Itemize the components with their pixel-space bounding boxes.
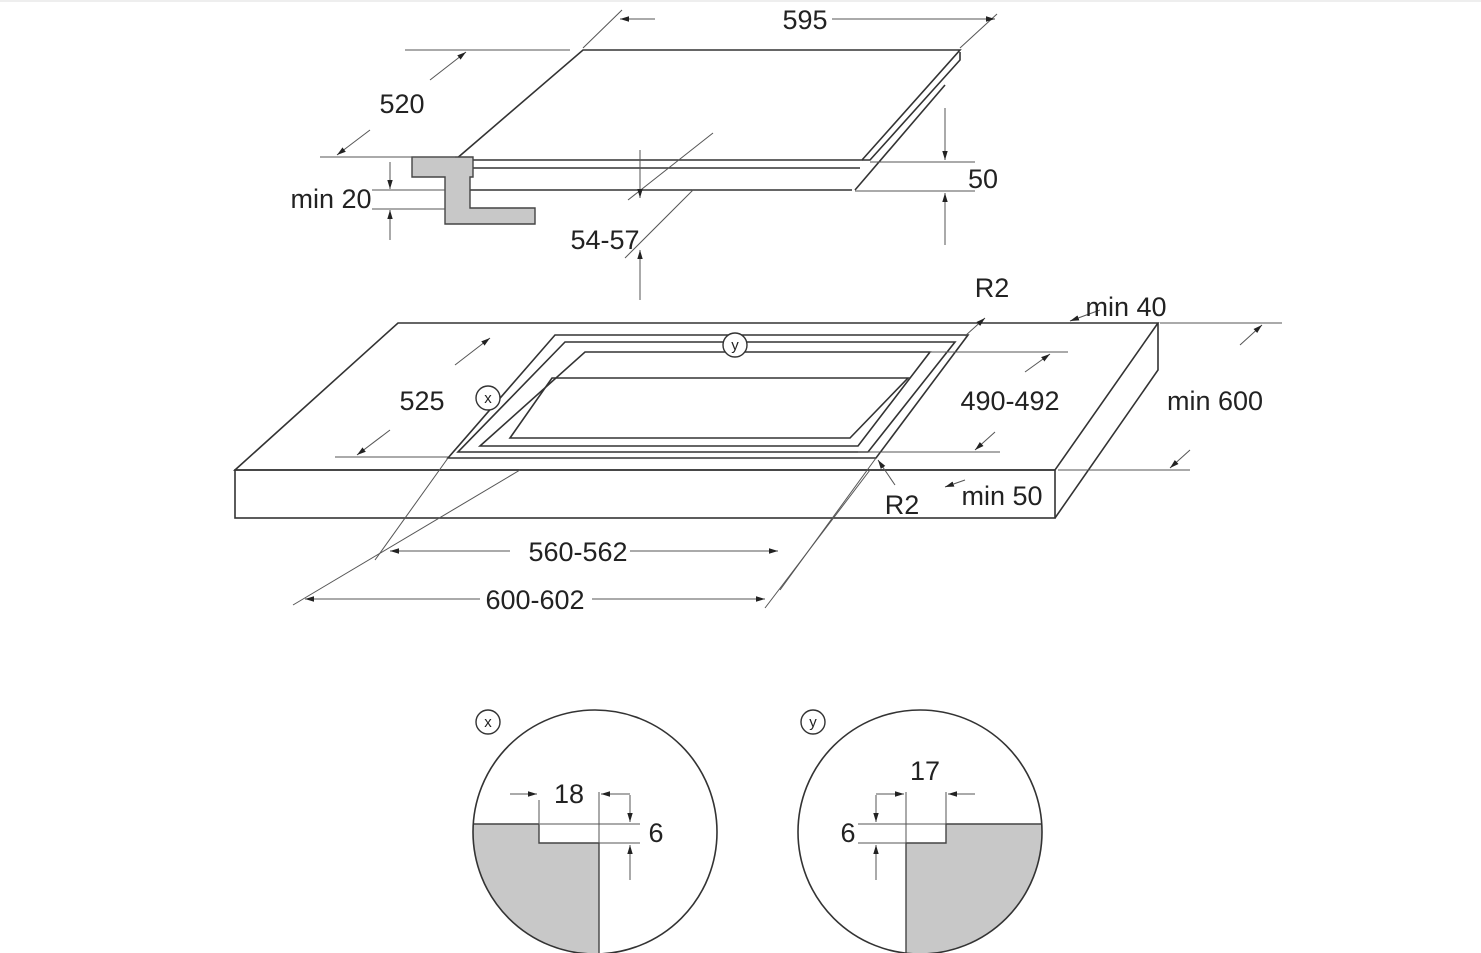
detail-x: 18 6 x bbox=[472, 709, 718, 953]
dim-600-602: 600-602 bbox=[485, 585, 584, 615]
cutout-inner bbox=[508, 377, 910, 439]
hob-edge bbox=[862, 52, 961, 161]
detail-y: 17 6 y bbox=[797, 709, 1043, 953]
radius-r2-front: R2 bbox=[885, 490, 920, 520]
marker-x bbox=[475, 385, 501, 411]
svg-text:y: y bbox=[809, 714, 817, 731]
svg-text:y: y bbox=[731, 337, 739, 354]
dim-min-600: min 600 bbox=[1167, 386, 1263, 416]
detail-x-height: 6 bbox=[648, 818, 663, 848]
dim-min-40: min 40 bbox=[1085, 292, 1166, 322]
radius-r2-back: R2 bbox=[975, 273, 1010, 303]
detail-x-marker bbox=[475, 709, 501, 735]
svg-text:x: x bbox=[484, 714, 492, 731]
detail-y-marker bbox=[800, 709, 826, 735]
countertop-drawing: y x 525 490-492 min 600 min 40 R2 R2 min… bbox=[232, 273, 1282, 615]
dim-525: 525 bbox=[399, 386, 444, 416]
svg-text:x: x bbox=[484, 390, 492, 407]
dim-490-492: 490-492 bbox=[960, 386, 1059, 416]
hob-drawing: 595 520 min 20 50 54-57 bbox=[290, 5, 998, 300]
dim-min-50: min 50 bbox=[961, 481, 1042, 511]
countertop-front bbox=[234, 469, 1056, 519]
detail-x-width: 18 bbox=[554, 779, 584, 809]
dim-560-562: 560-562 bbox=[528, 537, 627, 567]
detail-y-width: 17 bbox=[910, 756, 940, 786]
dim-min-20: min 20 bbox=[290, 184, 371, 214]
countertop-section bbox=[411, 156, 536, 225]
dim-520: 520 bbox=[379, 89, 424, 119]
detail-y-height: 6 bbox=[840, 818, 855, 848]
dim-595: 595 bbox=[782, 5, 827, 35]
marker-y bbox=[722, 332, 748, 358]
dim-54-57: 54-57 bbox=[570, 225, 639, 255]
dim-50: 50 bbox=[968, 164, 998, 194]
